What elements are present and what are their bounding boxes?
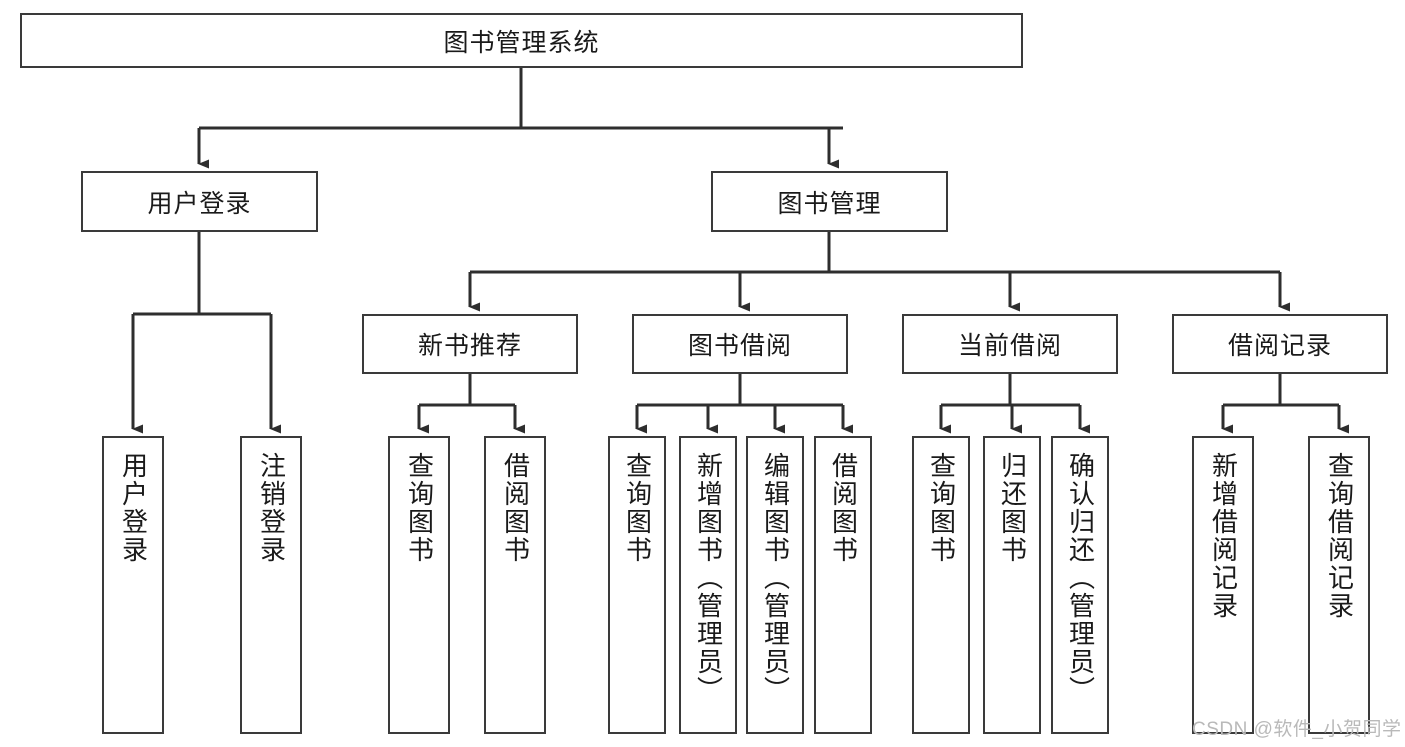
node-new-book-recommendation[interactable]: 新书推荐: [362, 314, 578, 374]
node-label: 查询图书: [926, 452, 957, 564]
leaf-confirm-return-admin[interactable]: 确认归还（管理员）: [1051, 436, 1109, 734]
csdn-watermark: CSDN @软件_小贺同学: [1192, 719, 1402, 740]
leaf-add-book-admin[interactable]: 新增图书（管理员）: [679, 436, 737, 734]
node-borrowing-records[interactable]: 借阅记录: [1172, 314, 1388, 374]
node-label: 图书借阅: [687, 332, 792, 360]
node-root-library-management-system[interactable]: 图书管理系统: [20, 13, 1023, 68]
node-user-login[interactable]: 用户登录: [81, 171, 318, 232]
leaf-user-login[interactable]: 用户登录: [102, 436, 164, 734]
leaf-add-borrowing-record[interactable]: 新增借阅记录: [1192, 436, 1254, 734]
leaf-query-books-current[interactable]: 查询图书: [912, 436, 970, 734]
leaf-return-books[interactable]: 归还图书: [983, 436, 1041, 734]
node-label: 新增图书（管理员）: [693, 452, 724, 704]
node-label: 新书推荐: [417, 332, 522, 360]
node-label: 注销登录: [256, 452, 287, 564]
node-book-management[interactable]: 图书管理: [711, 171, 948, 232]
leaf-logout[interactable]: 注销登录: [240, 436, 302, 734]
leaf-borrow-books-borrowing[interactable]: 借阅图书: [814, 436, 872, 734]
node-label: 借阅图书: [500, 452, 531, 564]
node-book-borrowing[interactable]: 图书借阅: [632, 314, 848, 374]
node-label: 查询借阅记录: [1324, 452, 1355, 620]
leaf-query-borrowing-record[interactable]: 查询借阅记录: [1308, 436, 1370, 734]
node-label: 归还图书: [997, 452, 1028, 564]
node-label: 新增借阅记录: [1208, 452, 1239, 620]
node-label: 图书管理系统: [443, 28, 600, 57]
node-label: 借阅记录: [1227, 332, 1332, 360]
node-label: 确认归还（管理员）: [1065, 452, 1096, 704]
node-label: 借阅图书: [828, 452, 859, 564]
node-label: 用户登录: [147, 189, 252, 218]
node-label: 编辑图书（管理员）: [760, 452, 791, 704]
leaf-query-books-recommendation[interactable]: 查询图书: [388, 436, 450, 734]
node-label: 用户登录: [118, 452, 149, 564]
node-current-borrowing[interactable]: 当前借阅: [902, 314, 1118, 374]
node-label: 查询图书: [622, 452, 653, 564]
leaf-borrow-books-recommendation[interactable]: 借阅图书: [484, 436, 546, 734]
node-label: 查询图书: [404, 452, 435, 564]
leaf-query-books-borrowing[interactable]: 查询图书: [608, 436, 666, 734]
node-label: 图书管理: [777, 189, 882, 218]
leaf-edit-book-admin[interactable]: 编辑图书（管理员）: [746, 436, 804, 734]
node-label: 当前借阅: [957, 332, 1062, 360]
